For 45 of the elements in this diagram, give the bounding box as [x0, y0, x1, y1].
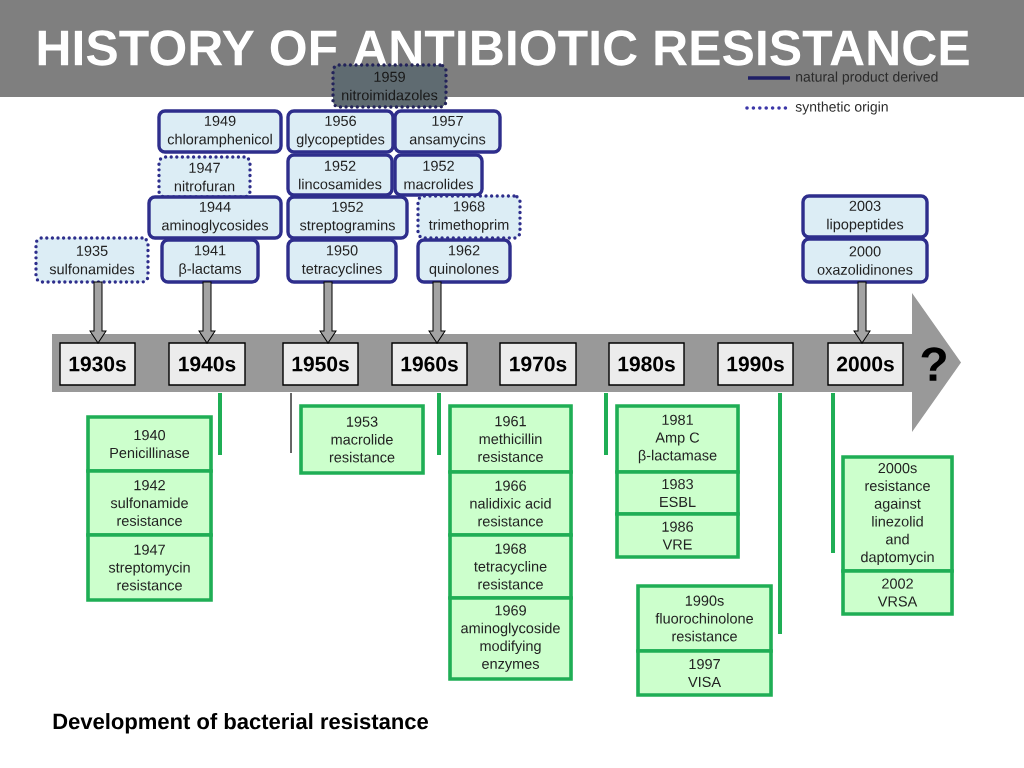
- antibiotic-class-box: 1952 lincosamides: [286, 153, 394, 197]
- decade-box: 1950s: [282, 342, 359, 386]
- antibiotic-class-box: 1968 trimethoprim: [416, 194, 522, 240]
- resistance-box: 1953 macrolide resistance: [299, 404, 425, 475]
- resistance-box: 1968 tetracycline resistance: [448, 533, 573, 600]
- antibiotic-class-box: 1935 sulfonamides: [34, 236, 150, 284]
- resistance-box: 1986 VRE: [615, 512, 740, 559]
- decade-box: 1960s: [391, 342, 468, 386]
- resistance-box: 1947 streptomycin resistance: [86, 533, 213, 602]
- resistance-box: 1940 Penicillinase: [86, 415, 213, 473]
- arrow: [198, 281, 216, 344]
- antibiotic-class-box: 1947 nitrofuran: [157, 155, 252, 199]
- resistance-box: 1969 aminoglycoside modifying enzymes: [448, 596, 573, 681]
- antibiotic-class-box: 1950 tetracyclines: [286, 238, 398, 284]
- antibiotic-class-box: 1956 glycopeptides: [286, 109, 395, 154]
- antibiotic-class-box: 1944 aminoglycosides: [147, 195, 283, 240]
- legend-label: natural product derived: [796, 71, 938, 85]
- resistance-box: 2002 VRSA: [841, 569, 954, 616]
- resistance-box: 1983 ESBL: [615, 470, 740, 516]
- resistance-box: 1997 VISA: [636, 649, 773, 697]
- antibiotic-class-box: 1957 ansamycins: [393, 109, 502, 154]
- decade-box: 1970s: [499, 342, 577, 386]
- decade-box: 1990s: [717, 342, 794, 386]
- antibiotic-class-box: 1949 chloramphenicol: [157, 109, 283, 154]
- resistance-box: 1990s fluorochinolone resistance: [636, 584, 773, 653]
- caption: Development of bacterial resistance: [53, 713, 428, 734]
- antibiotic-class-box: 1941 β-lactams: [160, 238, 260, 284]
- legend-label: synthetic origin: [795, 101, 888, 115]
- antibiotic-class-box: 2000 oxazolidinones: [801, 237, 929, 284]
- decade-box: 1980s: [608, 342, 685, 386]
- arrow: [89, 281, 107, 344]
- antibiotic-class-box: 2003 lipopeptides: [801, 194, 929, 239]
- arrow: [319, 281, 337, 344]
- decade-box: 1930s: [59, 342, 136, 386]
- arrow: [853, 281, 871, 344]
- decade-box: 1940s: [168, 342, 246, 386]
- resistance-box: 1966 nalidixic acid resistance: [448, 470, 573, 537]
- antibiotic-class-box: 1952 macrolides: [393, 153, 484, 197]
- arrow: [428, 281, 446, 344]
- resistance-box: 1981 Amp C β-lactamase: [615, 404, 740, 474]
- resistance-box: 1961 methicillin resistance: [448, 404, 573, 474]
- antibiotic-class-box: 1952 streptogramins: [286, 195, 409, 240]
- antibiotic-class-box: 1962 quinolones: [416, 238, 512, 284]
- resistance-box: 1942 sulfonamide resistance: [86, 469, 213, 537]
- decade-box: 2000s: [827, 342, 904, 386]
